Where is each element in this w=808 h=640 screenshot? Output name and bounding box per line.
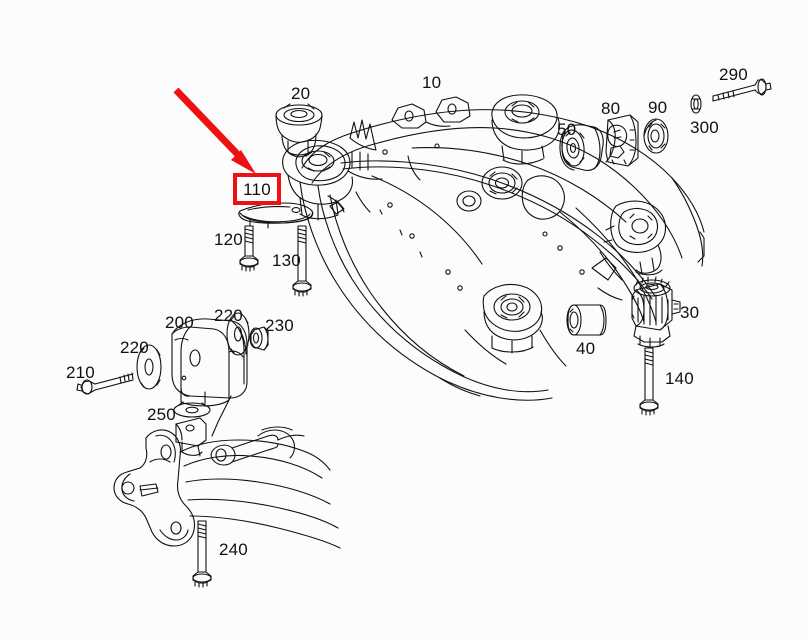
callout-label-240: 240 (219, 540, 248, 559)
callout-label-30: 30 (680, 303, 700, 322)
callout-label-50: 50 (557, 120, 577, 139)
part-90-dome-washer (643, 118, 669, 154)
part-20-bushing (275, 103, 323, 158)
part-50-bushing (559, 124, 604, 171)
part-220-washer-right (226, 312, 250, 356)
part-30-bracket-assembly (631, 276, 681, 348)
callout-label-80: 80 (601, 99, 621, 118)
red-pointer-arrow (173, 87, 256, 174)
part-250-washer (173, 401, 211, 418)
part-220-washer-left (136, 344, 162, 390)
knuckle-and-arm-assembly (113, 395, 341, 549)
callout-label-200: 200 (165, 313, 194, 332)
part-210-bolt (76, 372, 134, 395)
callout-label-250: 250 (147, 405, 176, 424)
part-140-bolt (639, 347, 659, 416)
part-290-bolt (712, 78, 772, 102)
part-230-collar-nut (249, 326, 269, 351)
callout-label-230: 230 (265, 316, 294, 335)
highlighted-part-callout-110[interactable]: 110 (233, 173, 281, 205)
callout-label-110: 110 (243, 179, 271, 199)
callout-label-210: 210 (66, 363, 95, 382)
callout-label-40: 40 (576, 339, 596, 358)
part-40-sleeve (566, 304, 607, 336)
part-240-bolt (192, 520, 212, 588)
callout-label-220-right: 220 (214, 306, 243, 325)
callout-label-90: 90 (648, 98, 668, 117)
part-120-bolt (239, 225, 259, 272)
part-110-reinforcement-plate (238, 202, 314, 229)
callout-label-130: 130 (272, 251, 301, 270)
highlight-box-inner: 110 (237, 177, 277, 201)
callout-label-10: 10 (422, 73, 442, 92)
part-80-bracket (605, 114, 639, 167)
callout-label-290: 290 (719, 65, 748, 84)
callout-label-220-left: 220 (120, 338, 149, 357)
callout-label-20: 20 (291, 84, 311, 103)
callout-label-140: 140 (665, 369, 694, 388)
part-10-axle-carrier (282, 94, 705, 401)
callout-label-300: 300 (690, 118, 719, 137)
callout-label-120: 120 (214, 230, 243, 249)
part-130-bolt (292, 225, 312, 297)
part-300-washer (690, 94, 702, 114)
line-art (76, 78, 772, 588)
